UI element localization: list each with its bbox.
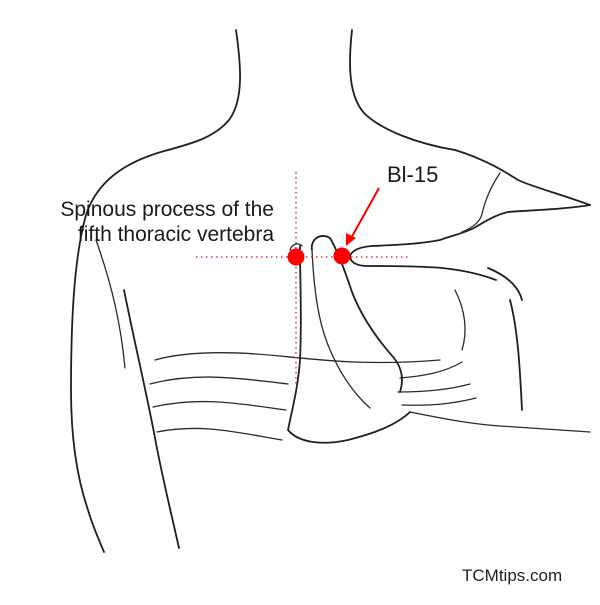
shirt-fold-3	[152, 400, 287, 411]
shirt-fold-1	[154, 352, 441, 364]
bl-15-arrow-head	[346, 233, 356, 246]
right-upper-arm-outline	[454, 149, 591, 206]
shirt-fold-4	[156, 427, 283, 441]
right-forearm-outline	[509, 299, 523, 411]
middle-finger-outline	[311, 249, 371, 409]
bl-15-label: Bl-15	[387, 162, 439, 187]
finger-crease	[289, 243, 303, 251]
left-armpit-line	[95, 239, 126, 369]
neck-left-outline	[167, 29, 241, 151]
right-arm-back-outline	[487, 267, 523, 301]
spinous-process-label: Spinous process of the fifth thoracic ve…	[24, 197, 274, 247]
shirt-fold-2	[149, 376, 289, 385]
spinous-label-line-1: Spinous process of the	[60, 198, 274, 221]
bl-15-arrow-line	[349, 187, 380, 241]
index-finger-outline	[310, 235, 403, 393]
neck-right-outline	[349, 29, 456, 151]
spinous-label-line-2: fifth thoracic vertebra	[77, 223, 274, 246]
wrist-line	[409, 411, 591, 433]
right-scapula-line	[454, 289, 466, 351]
pressing-hand-outline	[349, 204, 591, 281]
pressing-hand-knuckle	[461, 172, 501, 233]
watermark: TCMtips.com	[462, 566, 563, 585]
bl-15-point	[333, 247, 351, 265]
locating-hand-outline	[287, 245, 411, 444]
left-torso-outline	[123, 289, 180, 549]
shirt-fold-right	[397, 361, 477, 406]
spinous-process-point	[287, 248, 305, 266]
left-shoulder-outline	[70, 149, 169, 553]
